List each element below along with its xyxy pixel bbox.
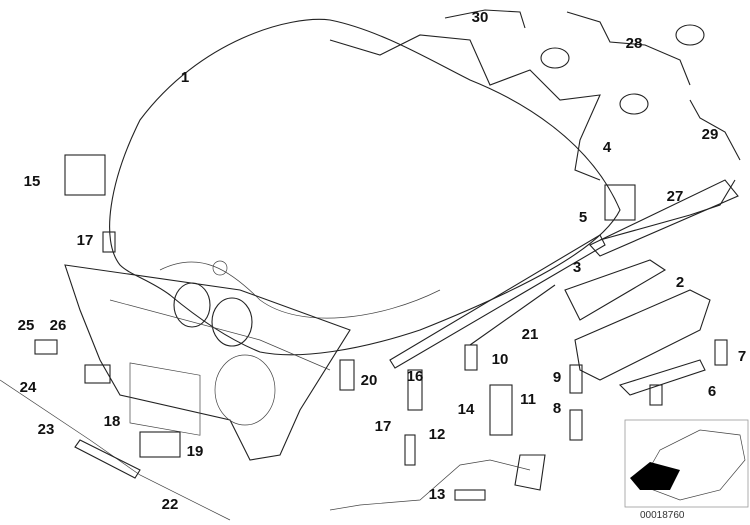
part-label: 20 <box>361 372 378 389</box>
part-label: 29 <box>702 126 719 143</box>
part-label: 16 <box>407 368 424 385</box>
part-label: 18 <box>104 413 121 430</box>
part-label: 3 <box>573 259 581 276</box>
part-label: 8 <box>553 400 561 417</box>
part-label: 17 <box>375 418 392 435</box>
part-label: 7 <box>738 348 746 365</box>
seal-part <box>329 34 601 181</box>
hood-part <box>109 18 621 356</box>
part-label: 13 <box>429 486 446 503</box>
part-label: 19 <box>187 443 204 460</box>
part-label: 26 <box>50 317 67 334</box>
location-thumbnail <box>624 419 749 508</box>
part-label: 21 <box>522 326 539 343</box>
diagram-code: 00018760 <box>640 510 685 521</box>
part-label: 10 <box>492 351 509 368</box>
part-label: 23 <box>38 421 55 438</box>
part-label: 12 <box>429 426 446 443</box>
hinge-part <box>564 259 667 321</box>
front-frame-part <box>64 264 351 461</box>
part-label: 28 <box>626 35 643 52</box>
part-label: 22 <box>162 496 179 513</box>
part-label: 27 <box>667 188 684 205</box>
part-label: 6 <box>708 383 716 400</box>
part-label: 11 <box>520 391 536 408</box>
part-label: 1 <box>181 69 189 86</box>
part-label: 30 <box>472 9 489 26</box>
part-label: 4 <box>603 139 612 156</box>
part-label: 25 <box>18 317 35 334</box>
part-label: 14 <box>458 401 475 418</box>
part-label: 9 <box>553 369 561 386</box>
part-label: 15 <box>24 173 41 190</box>
part-label: 2 <box>676 274 684 291</box>
part-label: 5 <box>579 209 587 226</box>
part-label: 24 <box>20 379 37 396</box>
part-label: 17 <box>77 232 94 249</box>
